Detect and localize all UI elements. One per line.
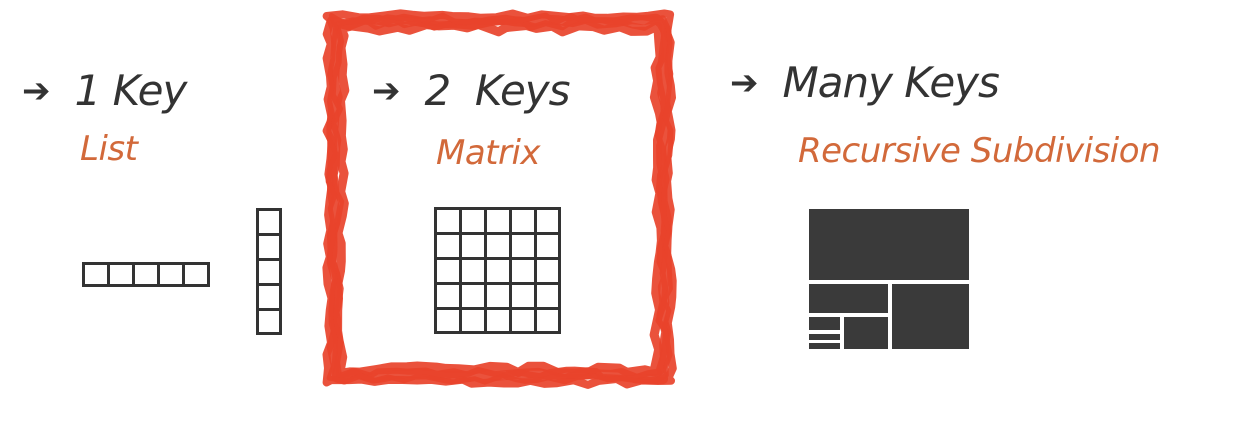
treemap-icon (809, 209, 969, 349)
subtitle-matrix: Matrix (436, 133, 541, 173)
arrow-right-icon: ➔ (372, 71, 401, 111)
list-vertical-icon (256, 208, 282, 335)
list-horizontal-icon (82, 262, 210, 287)
heading-1-key: ➔ 1 Key (22, 66, 188, 115)
subtitle-recursive-subdivision: Recursive Subdivision (798, 131, 1161, 171)
arrow-right-icon: ➔ (22, 71, 51, 111)
matrix-grid-icon (434, 207, 561, 334)
title-1-key: 1 Key (74, 66, 188, 115)
title-many-keys: Many Keys (782, 58, 1000, 107)
highlight-stroke (325, 12, 674, 385)
highlight-stroke (329, 16, 669, 382)
subtitle-list: List (80, 129, 138, 169)
heading-2-keys: ➔ 2 Keys (372, 66, 571, 115)
heading-many-keys: ➔ Many Keys (730, 58, 1000, 107)
arrow-right-icon: ➔ (730, 63, 759, 103)
title-2-keys: 2 Keys (424, 66, 571, 115)
